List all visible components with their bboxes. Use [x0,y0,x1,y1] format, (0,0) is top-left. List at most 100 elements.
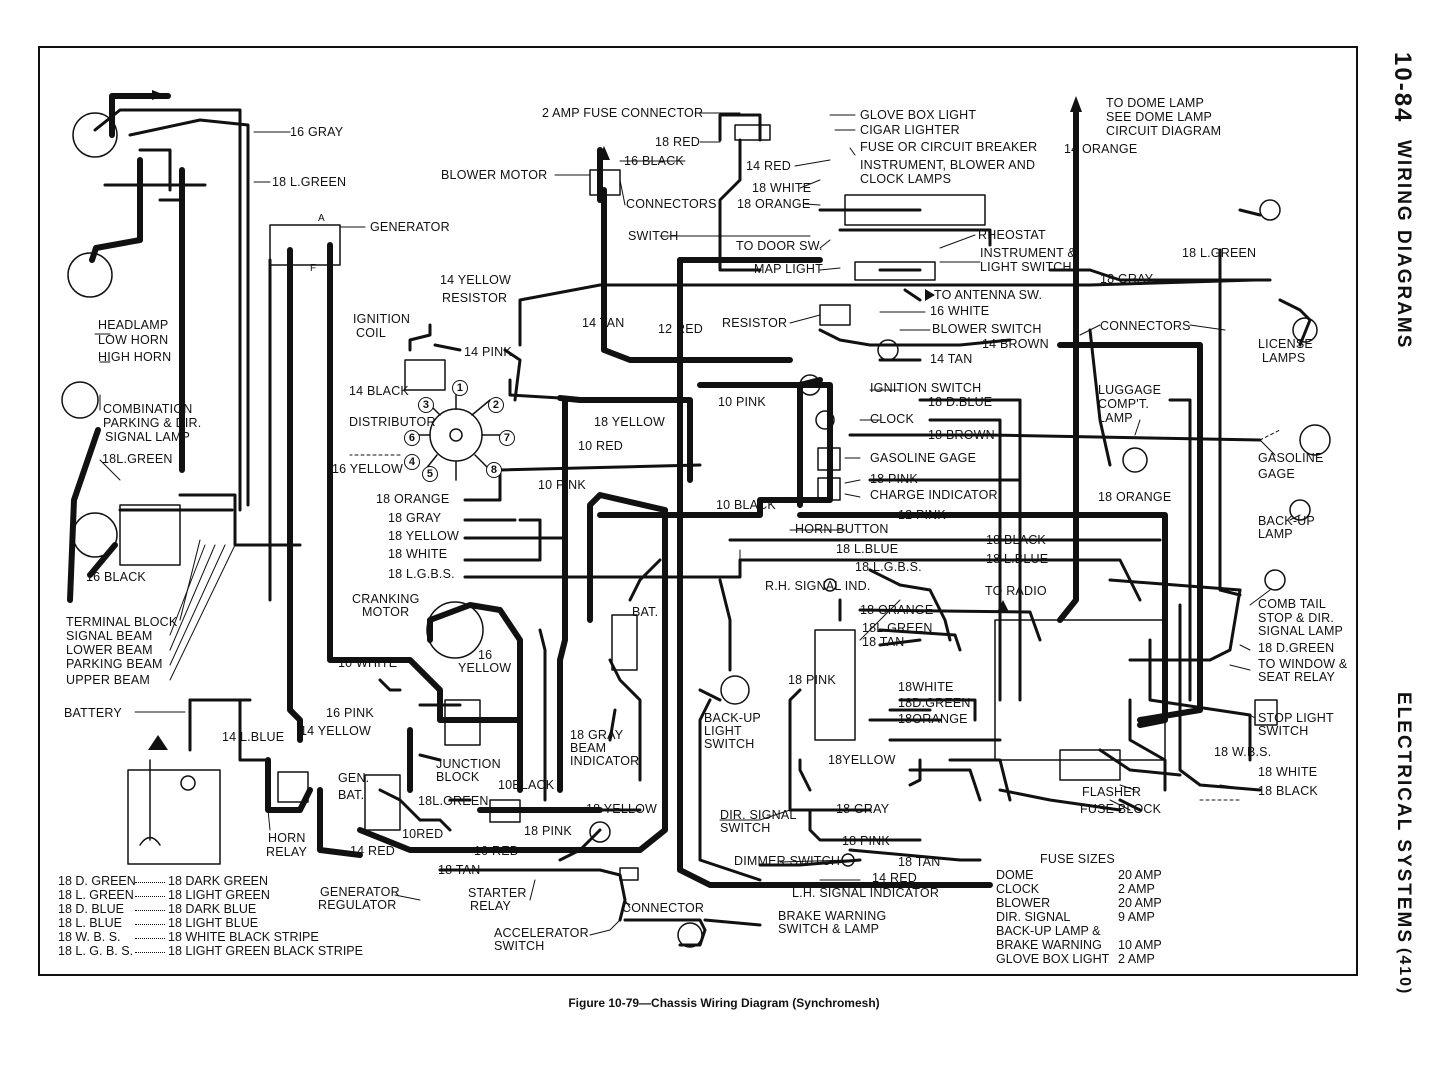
component-label: DIMMER SWITCH [734,854,841,868]
component-label: RELAY [266,845,308,859]
wire-label: 18 WHITE [1258,765,1318,779]
component-label: 18 GRAY [570,728,624,742]
fuse-name: BRAKE WARNING [996,938,1102,952]
dashed-lines [349,429,1281,801]
component-label: SWITCH [628,229,679,243]
fuse-amps: 2 AMP [1118,882,1155,896]
flasher-shape [1059,749,1121,781]
legend-meaning: 18 DARK GREEN [168,874,269,888]
distributor-terminal-number: 4 [404,454,420,470]
component-label: COMBINATION [103,402,193,416]
wire-label: 12 RED [658,322,703,336]
stop-switch-shape [1254,699,1278,726]
component-label: GENERATOR [320,885,400,899]
arrow-up-dome [1070,96,1082,112]
terminal-block-shape [119,504,181,566]
fuse-name: BLOWER [996,896,1051,910]
parking-lamp [72,512,118,558]
wire-label: 18L.GREEN [102,452,173,466]
component-label: FUSE OR CIRCUIT BREAKER [860,140,1038,154]
legend-dots [135,952,165,953]
light-switch-shape [854,261,936,281]
ignition-switch-shape [799,374,821,396]
component-label: HORN [268,831,306,845]
component-label: ACCELERATOR [494,926,589,940]
component-label: STOP LIGHT [1258,711,1334,725]
wire-label: 14 BLACK [349,384,409,398]
component-label: LUGGAGE [1098,383,1162,397]
wire-label: 18 TAN [438,863,481,877]
wire-label: 18L.GREEN [418,794,489,808]
wire-label: 14 YELLOW [440,273,512,287]
wire-label: 14 RED [746,159,791,173]
fuse-block-shape [994,619,1166,761]
component-label: 2 AMP FUSE CONNECTOR [542,106,704,120]
component-label: LAMPS [1262,351,1306,365]
component-label: TO DOME LAMP [1106,96,1205,110]
wire-label: 18 PINK [842,834,890,848]
distributor-terminal-number: 5 [422,466,438,482]
wire-label: 18 L.BLUE [836,542,899,556]
legend-code: 18 D. GREEN [58,874,136,888]
component-label: PARKING BEAM [66,657,163,671]
wire-label: 18 WHITE [752,181,812,195]
component-label: SWITCH [494,939,545,953]
combination-lamp [61,381,99,419]
tail-top-shape [1259,199,1281,221]
wire-label: 18 L.BLUE [986,552,1049,566]
distributor-cap [429,408,483,462]
component-label: BATTERY [64,706,122,720]
distributor-terminal-number: 7 [499,430,515,446]
component-label: TO RADIO [985,584,1047,598]
fuse-name: DIR. SIGNAL [996,910,1071,924]
leader-lines [94,112,1301,936]
component-label: RHEOSTAT [978,228,1046,242]
component-label: GENERATOR [370,220,450,234]
component-label: R.H. SIGNAL IND. [765,579,871,593]
component-label: SEAT RELAY [1258,670,1336,684]
wire-label: YELLOW [458,661,512,675]
terminal-label: F [310,263,317,274]
medium-wires [93,108,1312,947]
components [61,112,1331,948]
component-label: LOW HORN [98,333,169,347]
component-label: DIR. SIGNAL [720,808,797,822]
component-label: RESISTOR [442,291,508,305]
component-label: CONNECTORS [1100,319,1191,333]
wire-label: 18 L.GREEN [1182,246,1257,260]
component-label: INSTRUMENT & [980,246,1076,260]
component-label: FUSE BLOCK [1080,802,1162,816]
wire-label: 18 L.GREEN [272,175,347,189]
wire-label: 18 YELLOW [388,529,460,543]
horn-relay-shape [277,771,309,803]
component-label: REGULATOR [318,898,397,912]
wire-label: 18WHITE [898,680,954,694]
fuse-name: GLOVE BOX LIGHT [996,952,1110,966]
comb-tail-shape [1264,569,1286,591]
legend-code: 18 L. G. B. S. [58,944,134,958]
legend-code: 18 D. BLUE [58,902,125,916]
component-label: BAT. [338,788,365,802]
wire-label: 16 GRAY [290,125,344,139]
component-label: RELAY [470,899,512,913]
component-label: CLOCK LAMPS [860,172,952,186]
fuse-name: BACK-UP LAMP & [996,924,1101,938]
wire-label: 18 BROWN [928,428,995,442]
wire-label: 18 GRAY [1100,272,1154,286]
regulator-shape [364,774,401,831]
generator-shape [269,224,341,266]
component-label: IGNITION [353,312,411,326]
component-label: CRANKING [352,592,420,606]
wire-label: 10 PINK [718,395,766,409]
legend-code: 18 W. B. S. [58,930,121,944]
wire-label: 18 YELLOW [594,415,666,429]
component-label: BACK-UP [1258,514,1315,528]
wire-label: 14 ORANGE [1064,142,1138,156]
legend-dots [135,924,165,925]
wire-label: 14 L.BLUE [222,730,285,744]
component-label: STOP & DIR. [1258,611,1335,625]
wire-label: 18 GRAY [836,802,890,816]
wire-label: 18 BLACK [1258,784,1318,798]
component-label: GASOLINE GAGE [870,451,977,465]
wire-label: 18YELLOW [828,753,896,767]
